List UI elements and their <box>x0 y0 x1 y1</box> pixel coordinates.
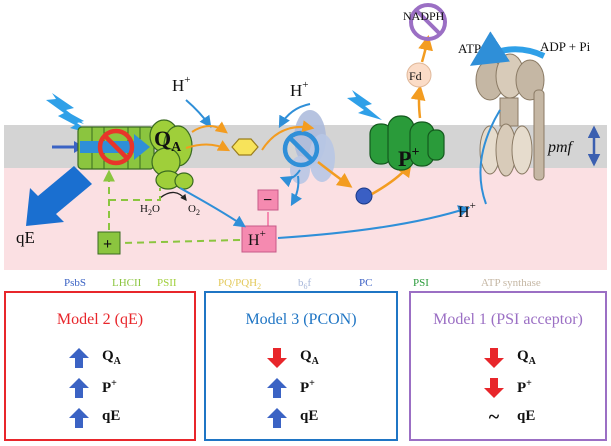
model-row-p-plus: P+ <box>206 377 396 401</box>
plus-feedback-dashed <box>121 239 241 244</box>
b6f-lumen-arrow <box>279 169 301 188</box>
model-box-psi-acceptor: Model 1 (PSI acceptor) QA P+ ~ qE <box>409 291 607 441</box>
legend-psbs: PsbS <box>64 277 86 289</box>
qe-row-label: qE <box>517 408 536 424</box>
model-box-qe: Model 2 (qE) QA P+ qE <box>4 291 196 441</box>
model-row-qa: QA <box>411 347 605 371</box>
model-row-qe: qE <box>206 407 396 431</box>
down-arrow-red-icon <box>484 348 504 368</box>
atp-synthase-complex <box>475 53 545 181</box>
p-plus-label: P+ <box>517 378 532 396</box>
psii-complex <box>149 119 194 190</box>
qa-label: QA <box>102 348 121 367</box>
atp-generation-arrow <box>469 31 546 66</box>
legend-pc: PC <box>359 277 372 289</box>
qe-arrow-icon <box>26 166 92 226</box>
down-arrow-red-icon <box>484 378 504 398</box>
model-row-qe: qE <box>6 407 194 431</box>
legend-psi: PSI <box>413 277 429 289</box>
h-plus-lumen-label: H+ <box>458 200 476 221</box>
p-plus-label: P+ <box>102 378 117 396</box>
p-plus-diagram-label: P+ <box>398 145 419 171</box>
q-cycle-arrow-2 <box>317 161 353 188</box>
p-plus-label: P+ <box>300 378 315 396</box>
fd-carrier <box>406 62 432 88</box>
lightning-bolt-psii-icon <box>46 93 84 124</box>
model-title-psi-acceptor: Model 1 (PSI acceptor) <box>433 311 583 328</box>
lumen-h-plus-box <box>241 225 277 253</box>
qe-row-label: qE <box>300 408 319 424</box>
water-splitting-arrow <box>159 191 187 202</box>
h2o-label: H2O <box>140 203 160 217</box>
model-title-qe: Model 2 (qE) <box>56 311 144 328</box>
up-arrow-icon <box>69 378 89 398</box>
model-row-qa: QA <box>6 347 194 371</box>
h-plus-psii-label: H+ <box>172 74 191 95</box>
down-arrow-red-icon <box>267 348 287 368</box>
h-plus-b6f-arrow <box>278 103 311 129</box>
psii-to-lumen-arrow <box>179 187 246 228</box>
legend-atp-synthase: ATP synthase <box>481 277 541 289</box>
qe-label: qE <box>16 228 35 247</box>
qa-label: QA <box>300 348 319 367</box>
q-cycle-arrow-1 <box>261 120 315 151</box>
atp-label: ATP <box>458 41 481 56</box>
model-box-pcon: Model 3 (PCON) QA P+ qE <box>204 291 398 441</box>
prohibition-lhcii-icon <box>97 128 135 166</box>
model-row-qa: QA <box>206 347 396 371</box>
pc-carrier <box>355 187 373 205</box>
psi-to-fd-arrow <box>410 85 426 119</box>
h-plus-psii-arrow <box>185 99 212 128</box>
fd-to-nadph-arrow <box>418 35 434 63</box>
tilde-no-change-icon: ~ <box>488 406 500 428</box>
nadph-label: NADPH <box>403 9 445 23</box>
up-arrow-icon <box>69 348 89 368</box>
lightning-bolt-psi-icon <box>347 90 382 120</box>
prohibition-nadph-icon <box>409 3 447 41</box>
proton-to-atp-synthase-arrow <box>277 205 471 239</box>
b6f-to-lumen-arrow <box>290 175 302 207</box>
up-arrow-icon <box>267 408 287 428</box>
minus-sign: − <box>263 192 272 209</box>
prohibition-b6f-icon <box>282 130 320 168</box>
up-arrow-icon <box>69 408 89 428</box>
legend-b6f: b6f <box>298 277 312 290</box>
fd-label: Fd <box>409 69 422 83</box>
atp-synthase-proton-arrow <box>479 109 501 205</box>
electron-flow-psii-up <box>191 121 228 134</box>
h-plus-b6f-label: H+ <box>290 79 309 100</box>
model-row-qe: ~ qE <box>411 407 605 431</box>
qa-label: QA <box>517 348 536 367</box>
plus-sign: + <box>103 236 112 253</box>
psi-complex <box>369 115 445 171</box>
plus-to-psii-dashed <box>109 188 161 201</box>
pq-hexagon <box>231 138 259 156</box>
legend-lhcii: LHCII <box>112 277 142 289</box>
photosynthesis-diagram: pmf QA H2O O2 <box>4 3 607 290</box>
lumen-h-plus-label: H+ <box>248 228 266 249</box>
o2-label: O2 <box>188 203 200 217</box>
lumen-region <box>4 168 607 270</box>
model-row-p-plus: P+ <box>411 377 605 401</box>
qa-diagram-label: QA <box>154 126 182 155</box>
qe-row-label: qE <box>102 408 121 424</box>
adp-pi-label: ADP + Pi <box>540 39 591 54</box>
pmf-label: pmf <box>547 139 575 156</box>
up-arrow-icon <box>267 378 287 398</box>
model-title-pcon: Model 3 (PCON) <box>245 311 357 328</box>
legend-psii: PSII <box>157 277 177 289</box>
electron-flow-psii-pq <box>185 140 231 152</box>
model-row-p-plus: P+ <box>6 377 194 401</box>
minus-regulator-box <box>257 189 279 211</box>
plus-regulator-box <box>97 231 121 255</box>
legend-pq: PQ/PQH2 <box>218 277 261 290</box>
